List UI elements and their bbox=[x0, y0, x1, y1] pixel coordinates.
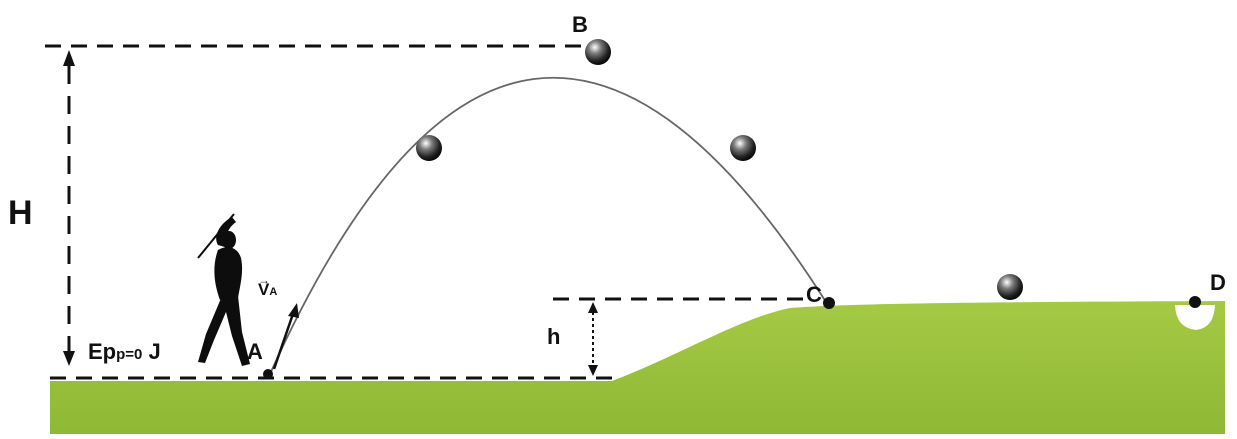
velocity-symbol: V bbox=[258, 280, 270, 299]
ball-rolling bbox=[997, 274, 1023, 300]
point-A-ball bbox=[263, 369, 273, 379]
ep-main: Ep bbox=[88, 339, 117, 364]
ground bbox=[50, 301, 1225, 434]
height-H-arrow bbox=[63, 50, 75, 366]
trajectory-curve bbox=[269, 76, 827, 375]
velocity-subscript: A bbox=[269, 286, 278, 298]
label-B: B bbox=[572, 12, 588, 37]
point-C-ball bbox=[823, 297, 835, 309]
velocity-label: → V A bbox=[258, 274, 278, 299]
velocity-vector bbox=[272, 303, 299, 370]
ep-unit: J bbox=[142, 339, 161, 364]
hole bbox=[1175, 305, 1215, 330]
vector-arrow-mark: → bbox=[258, 273, 270, 287]
label-h: h bbox=[547, 324, 561, 349]
label-H: H bbox=[8, 194, 33, 232]
label-A: A bbox=[247, 339, 263, 364]
ball-at-B bbox=[585, 39, 611, 65]
label-C: C bbox=[806, 282, 822, 307]
height-h-arrow bbox=[588, 302, 598, 376]
ball-descending bbox=[730, 135, 756, 161]
label-D: D bbox=[1210, 270, 1226, 295]
ball-ascending bbox=[416, 135, 442, 161]
potential-energy-reference-label: Epp=0 J bbox=[88, 341, 161, 363]
point-D-ball bbox=[1189, 296, 1201, 308]
ep-subscript: p=0 bbox=[116, 346, 143, 363]
golfer-silhouette bbox=[197, 213, 250, 366]
